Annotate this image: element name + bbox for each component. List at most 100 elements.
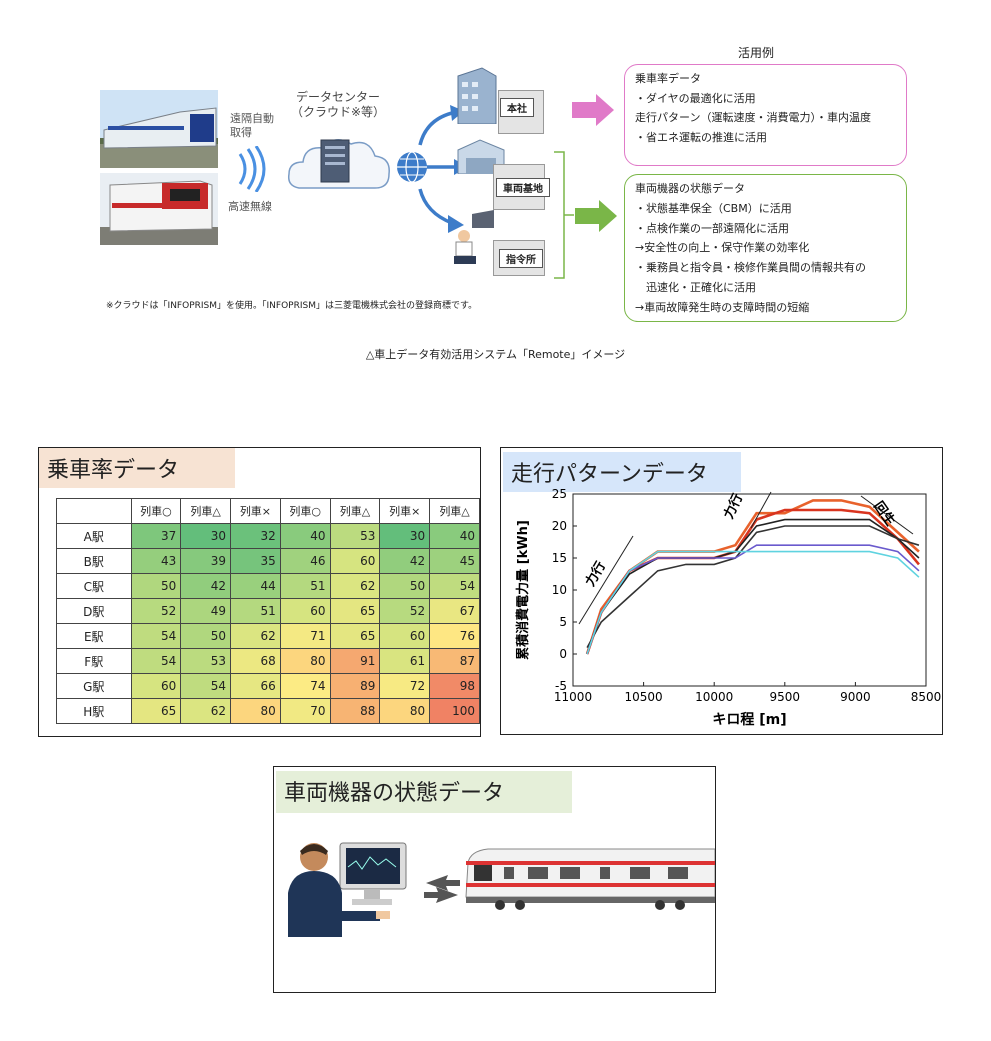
column-header: 列車△ [180, 498, 232, 524]
rate-cell: 39 [180, 548, 232, 574]
box-green: 車両機器の状態データ ・状態基準保全（CBM）に活用 ・点検作業の一部遠隔化に活… [624, 174, 907, 322]
rate-cell: 50 [130, 573, 182, 599]
annotation-arrow [578, 535, 634, 625]
device-panel: 車両機器の状態データ [273, 766, 716, 993]
station-cell: F駅 [56, 648, 132, 674]
column-header: 列車○ [279, 498, 331, 524]
bracket-line [554, 151, 574, 279]
train-photo-1 [100, 90, 218, 168]
x-axis-label: キロ程 [m] [712, 712, 786, 728]
rate-cell: 61 [379, 648, 431, 674]
rate-cell: 52 [379, 598, 431, 624]
rate-cell: 89 [329, 673, 381, 699]
y-axis-label: 累積消費電力量 [kWh] [515, 520, 531, 660]
rate-cell: 62 [230, 623, 281, 649]
rate-cell: 54 [130, 623, 182, 649]
chart-title: 走行パターンデータ [503, 452, 741, 492]
datacenter-label: データセンター （クラウド※等） [290, 90, 386, 119]
rate-cell: 40 [429, 523, 480, 549]
remote-label: 遠隔自動 取得 [230, 112, 274, 139]
x-tick-label: 10500 [625, 690, 663, 704]
rate-cell: 42 [379, 548, 431, 574]
rate-cell: 66 [230, 673, 281, 699]
y-tick-label: 5 [559, 615, 567, 629]
column-header: 列車△ [329, 498, 381, 524]
rate-cell: 80 [279, 648, 331, 674]
rate-cell: 70 [279, 698, 331, 724]
y-tick-label: 20 [552, 519, 567, 533]
rate-cell: 62 [180, 698, 232, 724]
device-title: 車両機器の状態データ [276, 771, 572, 813]
station-cell: B駅 [56, 548, 132, 574]
rate-cell: 71 [279, 623, 331, 649]
rate-cell: 65 [329, 598, 381, 624]
rate-cell: 76 [429, 623, 480, 649]
column-header: 列車× [230, 498, 281, 524]
operator-icon [454, 210, 494, 264]
rate-cell: 54 [429, 573, 480, 599]
rate-cell: 51 [230, 598, 281, 624]
rate-cell: 65 [130, 698, 182, 724]
x-tick-label: 9000 [840, 690, 871, 704]
depot-building-icon [457, 139, 505, 174]
occupancy-title: 乗車率データ [39, 448, 235, 488]
cloud-server-icon [287, 139, 390, 189]
rate-cell: 49 [180, 598, 232, 624]
rate-cell: 62 [329, 573, 381, 599]
dispatch-label: 指令所 [499, 249, 543, 268]
station-cell: C駅 [56, 573, 132, 599]
station-cell: H駅 [56, 698, 132, 724]
rate-cell: 50 [180, 623, 232, 649]
wireless-icon [238, 146, 266, 192]
series-line [586, 525, 920, 648]
usage-title: 活用例 [738, 46, 775, 60]
rate-cell: 60 [329, 548, 381, 574]
rate-cell: 87 [429, 648, 480, 674]
x-tick-label: 9500 [770, 690, 801, 704]
rate-cell: 54 [130, 648, 182, 674]
y-tick-label: 10 [552, 583, 567, 597]
column-header: 列車× [379, 498, 431, 524]
y-tick-label: 15 [552, 551, 567, 565]
rate-cell: 30 [379, 523, 431, 549]
annotation-arrow [860, 495, 914, 535]
rate-cell: 91 [329, 648, 381, 674]
rate-cell: 54 [180, 673, 232, 699]
station-cell: E駅 [56, 623, 132, 649]
footnote: ※クラウドは「INFOPRISM」を使用。「INFOPRISM」は三菱電機株式会… [106, 301, 478, 311]
rate-cell: 98 [429, 673, 480, 699]
rate-cell: 72 [379, 673, 431, 699]
rate-cell: 80 [379, 698, 431, 724]
depot-label: 車両基地 [496, 178, 550, 197]
rate-cell: 68 [230, 648, 281, 674]
rate-cell: 44 [230, 573, 281, 599]
office-building-icon [457, 67, 497, 124]
station-cell: A駅 [56, 523, 132, 549]
rate-cell: 60 [379, 623, 431, 649]
rate-cell: 50 [379, 573, 431, 599]
series-line [586, 550, 920, 655]
rate-cell: 40 [279, 523, 331, 549]
rate-cell: 60 [279, 598, 331, 624]
pink-arrow-icon [572, 94, 614, 126]
series-line [586, 518, 920, 655]
rate-cell: 46 [279, 548, 331, 574]
honsha-label: 本社 [500, 98, 534, 117]
rate-cell: 51 [279, 573, 331, 599]
rate-cell: 100 [429, 698, 480, 724]
x-tick-label: 11000 [554, 690, 592, 704]
column-header: 列車△ [429, 498, 480, 524]
y-tick-label: 25 [552, 487, 567, 501]
train-car-icon [465, 848, 715, 910]
rate-cell: 65 [329, 623, 381, 649]
train-photo-2 [100, 173, 218, 245]
